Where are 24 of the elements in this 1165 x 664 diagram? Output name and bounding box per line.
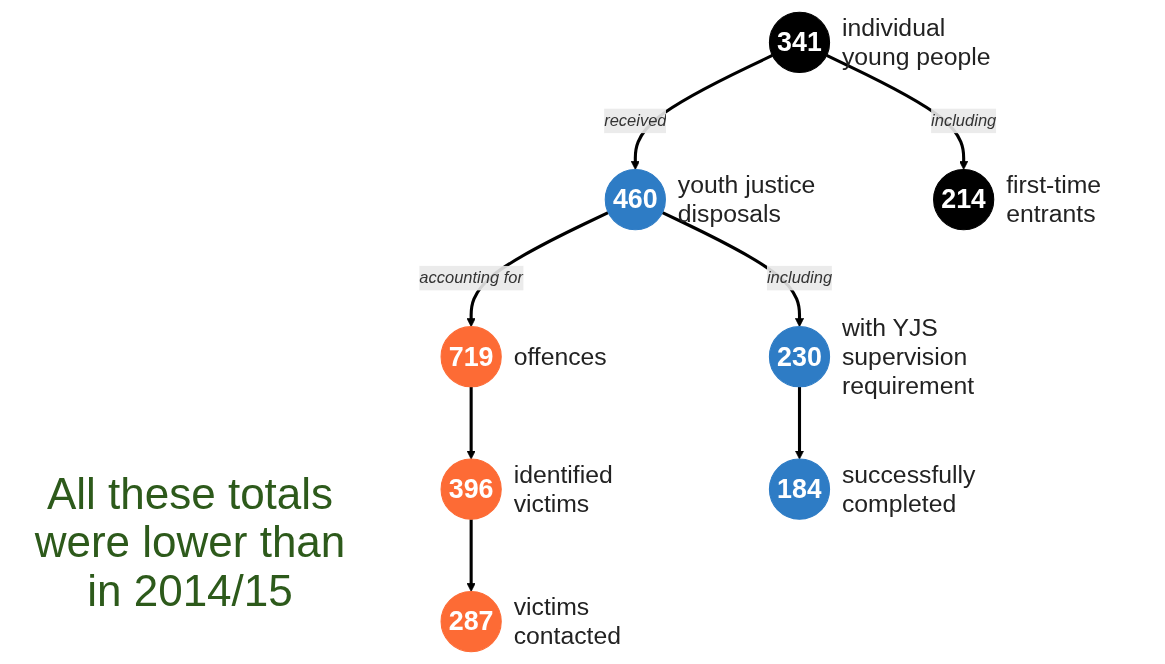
node-caption: with YJS supervision requirement [841,314,974,399]
node-circle: 460 [604,168,666,231]
node-circle: 214 [932,168,995,231]
note-text: All these totals were lower than in 2014/15 [33,470,347,616]
node-caption: victims contacted [513,593,621,650]
node-circle: 341 [768,11,830,74]
edge-label: accounting for [419,268,523,287]
node-caption: individual young people [841,14,991,71]
node-caption: identified victims [513,460,613,517]
node-caption: first-time entrants [1006,171,1101,228]
arrow [466,519,476,592]
node-caption: youth justice disposals [677,171,816,228]
node-circle: 719 [440,326,502,388]
arrow [466,386,476,460]
node-caption: offences [513,343,607,370]
edge-label: including [766,268,832,287]
node-circle: 230 [768,326,830,388]
node-circle: 396 [440,458,502,520]
node-circle: 287 [440,590,502,653]
edge-label: including [930,111,997,130]
node-caption: successfully completed [841,460,976,517]
arrow [794,386,804,460]
edge-label: received [603,111,667,130]
node-circle: 184 [768,458,830,520]
